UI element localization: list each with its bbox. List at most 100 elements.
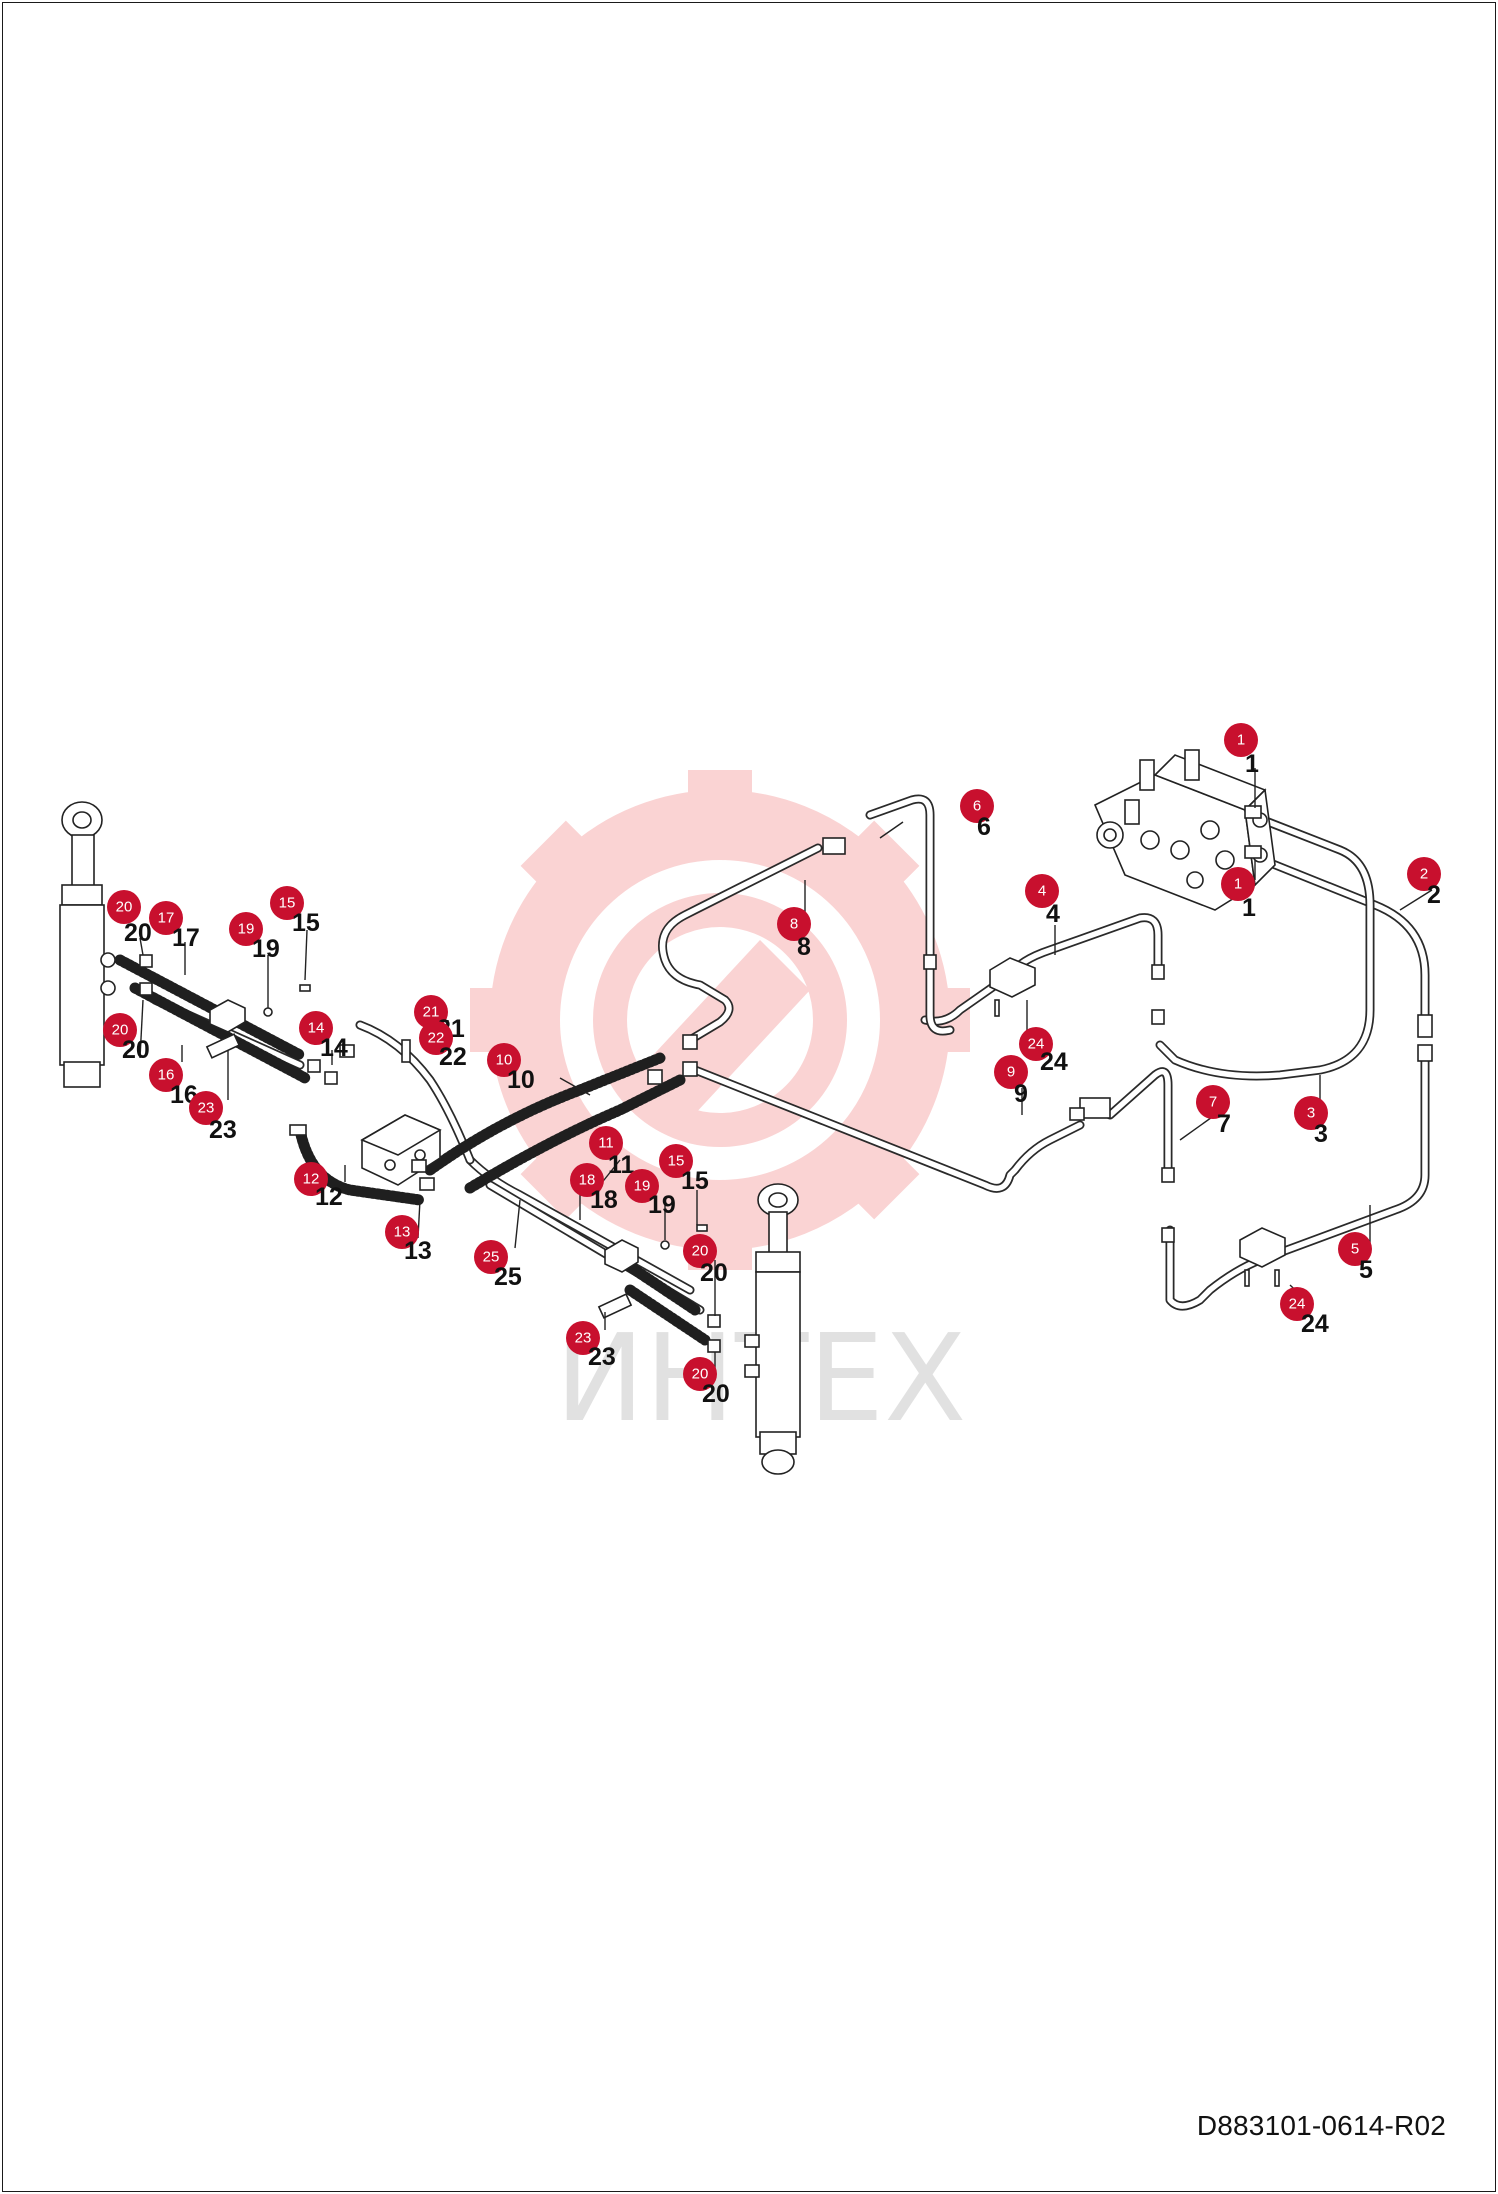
part-label: 20	[124, 919, 152, 947]
part-label: 24	[1040, 1048, 1068, 1076]
bubble-number: 24	[1028, 1036, 1045, 1053]
bubble-number: 16	[158, 1067, 175, 1084]
part-label: 4	[1046, 900, 1060, 928]
bubble-number: 13	[394, 1224, 411, 1241]
callout-20-right-bottom: 20 20	[683, 1357, 730, 1408]
part-label: 15	[681, 1167, 709, 1195]
part-label: 10	[507, 1066, 535, 1094]
watermark-gear-logo	[470, 770, 970, 1270]
bubble-number: 24	[1289, 1296, 1306, 1313]
manifold-block	[289, 1114, 442, 1186]
callout-3: 3 3	[1294, 1096, 1328, 1148]
part-label: 8	[797, 933, 811, 961]
part-label: 20	[702, 1380, 730, 1408]
bubble-number: 5	[1351, 1241, 1359, 1258]
part-label: 7	[1217, 1110, 1231, 1138]
callout-25: 25 25	[474, 1240, 522, 1291]
callout-4: 4 4	[1025, 874, 1060, 928]
bubble-number: 23	[575, 1330, 592, 1347]
callout-17: 17 17	[149, 901, 200, 952]
bubble-number: 20	[116, 899, 133, 916]
callout-18: 18 18	[570, 1163, 618, 1214]
bubble-number: 19	[238, 921, 255, 938]
callout-19-left: 19 19	[229, 912, 280, 963]
bubble-number: 21	[423, 1004, 440, 1021]
bubble-number: 1	[1237, 732, 1245, 749]
bubble-number: 22	[428, 1030, 445, 1047]
part-label: 1	[1242, 894, 1256, 922]
bubble-number: 3	[1307, 1105, 1315, 1122]
bubble-number: 20	[692, 1366, 709, 1383]
bubble-number: 20	[692, 1243, 709, 1260]
part-label: 9	[1014, 1080, 1028, 1108]
callout-1-bottom: 1 1	[1221, 867, 1256, 922]
bubble-number: 12	[303, 1171, 320, 1188]
callout-10: 10 10	[487, 1043, 535, 1094]
document-id: D883101-0614-R02	[1196, 2110, 1446, 2141]
bubble-number: 6	[973, 798, 981, 815]
callout-14: 14 14	[299, 1011, 348, 1062]
bubble-number: 20	[112, 1022, 129, 1039]
callout-15-left: 15 15	[270, 886, 320, 937]
part-label: 22	[439, 1043, 467, 1071]
hoses	[114, 954, 711, 1346]
bubble-number: 14	[308, 1020, 325, 1037]
part-label: 23	[209, 1116, 237, 1144]
part-label: 6	[977, 813, 991, 841]
bubble-number: 18	[579, 1172, 596, 1189]
bubble-number: 4	[1038, 883, 1046, 900]
bubble-number: 17	[158, 910, 175, 927]
bubble-number: 7	[1209, 1094, 1217, 1111]
callout-8: 8 8	[777, 907, 811, 961]
callout-22: 22 22	[419, 1021, 467, 1071]
bubble-number: 19	[634, 1178, 651, 1195]
callout-12: 12 12	[294, 1162, 343, 1211]
callout-23-right: 23 23	[566, 1321, 616, 1371]
part-label: 19	[252, 935, 280, 963]
callout-20-left-top: 20 20	[107, 890, 152, 947]
part-label: 18	[590, 1186, 618, 1214]
callout-23-left: 23 23	[189, 1091, 237, 1144]
bubble-number: 8	[790, 916, 798, 933]
bubble-number: 9	[1007, 1064, 1015, 1081]
callout-2: 2 2	[1407, 857, 1441, 909]
part-label: 24	[1301, 1310, 1329, 1338]
fittings	[139, 805, 1433, 1353]
part-label: 2	[1427, 881, 1441, 909]
clamps	[205, 957, 1286, 1319]
callout-1-top: 1 1	[1224, 723, 1259, 778]
left-cylinder	[59, 801, 116, 1088]
callout-6: 6 6	[960, 789, 994, 841]
part-label: 17	[172, 924, 200, 952]
control-valve	[1093, 749, 1276, 911]
bubble-number: 23	[198, 1100, 215, 1117]
bubble-number: 15	[668, 1153, 685, 1170]
callout-5: 5 5	[1338, 1232, 1373, 1284]
part-label: 23	[588, 1343, 616, 1371]
part-label: 20	[122, 1036, 150, 1064]
bubble-number: 15	[279, 895, 296, 912]
callout-7: 7 7	[1196, 1085, 1231, 1138]
part-label: 5	[1359, 1256, 1373, 1284]
part-label: 3	[1314, 1120, 1328, 1148]
callout-20-left-bottom: 20 20	[103, 1013, 150, 1064]
callout-24-top: 24 24	[1019, 1027, 1068, 1076]
part-label: 15	[292, 909, 320, 937]
part-label: 19	[648, 1191, 676, 1219]
part-label: 25	[494, 1263, 522, 1291]
callout-15-right: 15 15	[659, 1144, 709, 1195]
callout-13: 13 13	[385, 1215, 432, 1265]
callout-16: 16 16	[149, 1058, 198, 1109]
bubble-number: 1	[1234, 876, 1242, 893]
part-label: 1	[1245, 750, 1259, 778]
bubble-number: 2	[1420, 866, 1428, 883]
bubble-number: 11	[598, 1135, 614, 1152]
right-cylinder	[744, 1183, 801, 1475]
callout-20-right-top: 20 20	[683, 1234, 728, 1287]
part-label: 12	[315, 1183, 343, 1211]
part-label: 20	[700, 1259, 728, 1287]
part-label: 14	[320, 1034, 348, 1062]
bubble-number: 25	[483, 1249, 500, 1266]
